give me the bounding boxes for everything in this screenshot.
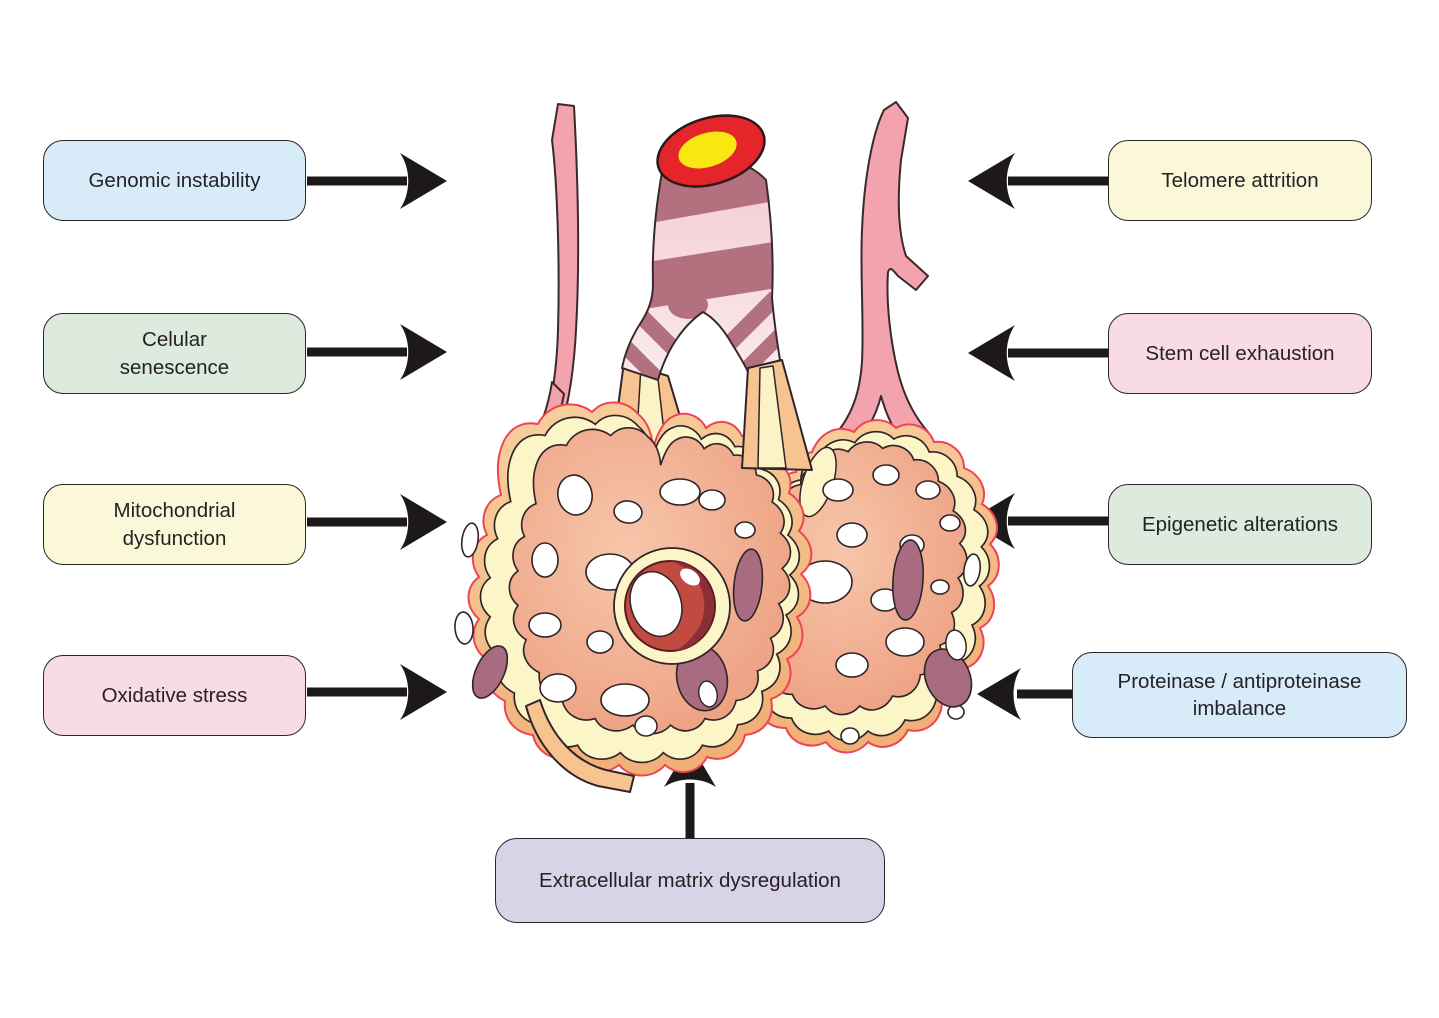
alveoli-holes-right (797, 464, 982, 745)
alveolar-sac-left (454, 401, 813, 793)
arrow-proteinase-imbalance (977, 668, 1072, 720)
tissue-patches-right (891, 539, 973, 708)
alveolar-tail-duct (525, 699, 635, 793)
arrow-mitochondrial-dysfunction (307, 494, 447, 550)
arrow-epigenetic-alterations (968, 493, 1108, 549)
factor-box-epigenetic-alterations: Epigenetic alterations (1108, 484, 1372, 565)
factor-box-cellular-senescence: Celular senescence (43, 313, 306, 394)
factor-label: Extracellular matrix dysregulation (539, 868, 841, 892)
arrow-ecm-dysregulation (664, 743, 716, 838)
factor-box-genomic-instability: Genomic instability (43, 140, 306, 221)
arrow-cellular-senescence (307, 324, 447, 380)
factor-label: Epigenetic alterations (1141, 512, 1338, 536)
factor-box-oxidative-stress: Oxidative stress (43, 655, 306, 736)
factor-box-mitochondrial-dysfunction: Mitochondrial dysfunction (43, 484, 306, 565)
arrow-telomere-attrition (968, 153, 1108, 209)
pulmonary-vessel-left (527, 103, 580, 457)
factor-label: Stem cell exhaustion (1145, 341, 1335, 365)
pulmonary-vessel-right (833, 101, 929, 449)
factor-label: Genomic instability (88, 168, 261, 192)
factor-label: Celular senescence (119, 328, 230, 379)
bronchiole-cross-section (656, 114, 766, 188)
alveoli-holes-left (454, 474, 756, 717)
factor-label: Mitochondrial dysfunction (113, 499, 236, 550)
arrow-stem-cell-exhaustion (968, 325, 1108, 381)
alveolar-duct-right (741, 359, 813, 471)
arrow-genomic-instability (307, 153, 447, 209)
lung-illustration (454, 101, 1000, 793)
bronchiole (621, 114, 781, 381)
factor-box-telomere-attrition: Telomere attrition (1108, 140, 1372, 221)
alveolar-sac-right (732, 419, 1000, 754)
factor-label: Oxidative stress (101, 683, 248, 707)
central-vessel (613, 547, 731, 665)
alveolar-duct-left (611, 361, 691, 453)
tissue-patches-left (471, 548, 764, 712)
factor-label: Telomere attrition (1161, 168, 1319, 192)
factor-box-proteinase-imbalance: Proteinase / antiproteinase imbalance (1072, 652, 1407, 738)
factor-box-stem-cell-exhaustion: Stem cell exhaustion (1108, 313, 1372, 394)
factor-box-ecm-dysregulation: Extracellular matrix dysregulation (495, 838, 885, 923)
factor-label: Proteinase / antiproteinase imbalance (1117, 669, 1362, 720)
arrow-oxidative-stress (307, 664, 447, 720)
